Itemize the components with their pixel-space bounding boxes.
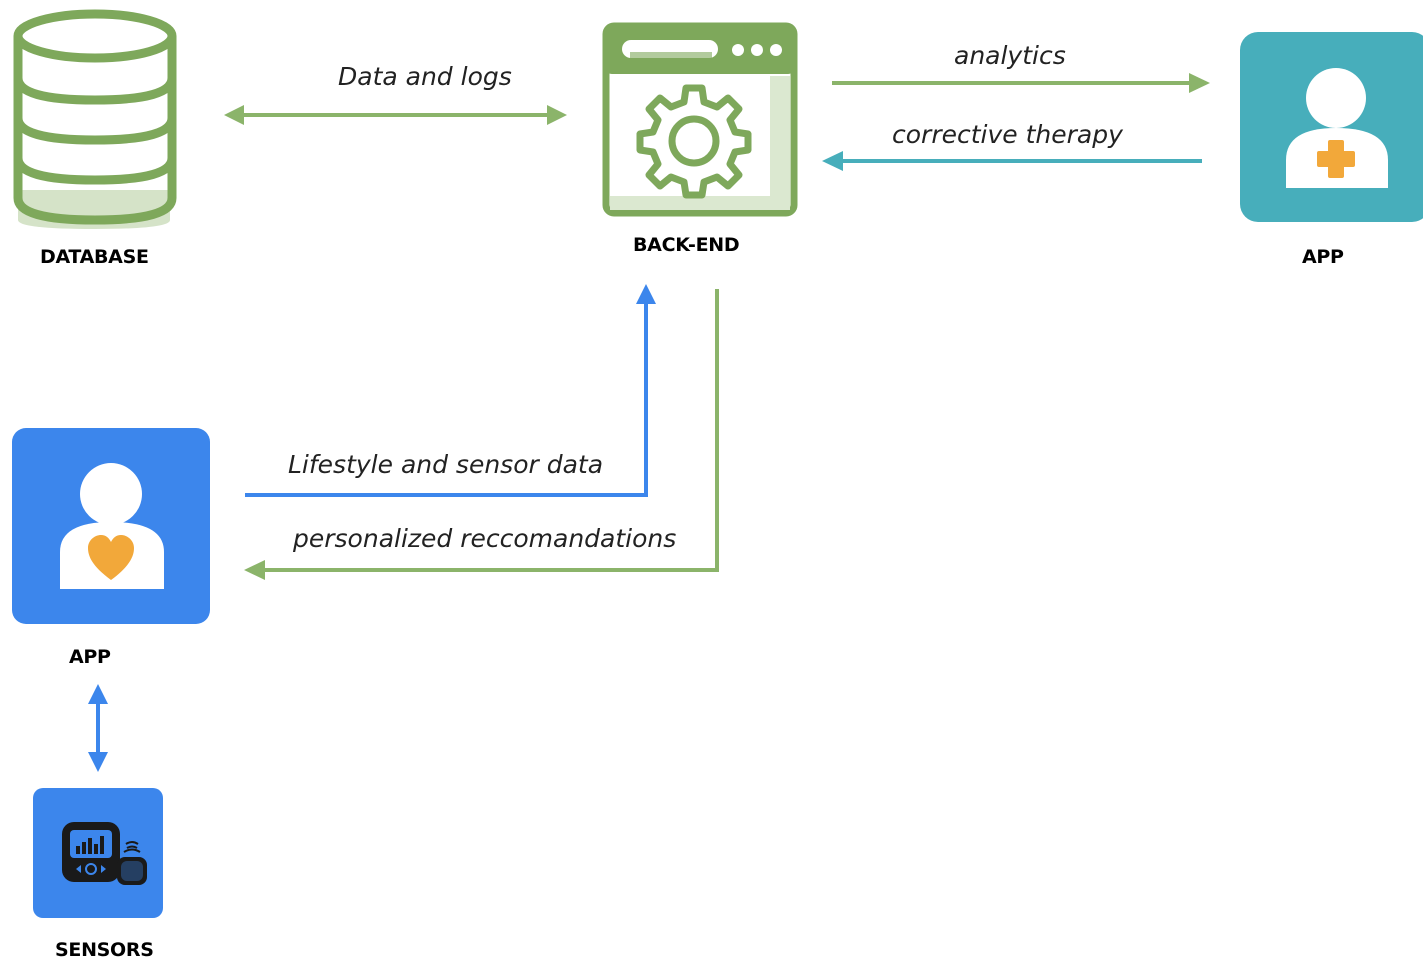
database-label: DATABASE xyxy=(40,246,149,268)
patient-app-label: APP xyxy=(69,646,111,668)
recommendations-label: personalized reccomandations xyxy=(293,524,677,553)
db-backend-arrow xyxy=(224,105,567,125)
doctor-app-label: APP xyxy=(1302,246,1344,268)
therapy-arrow xyxy=(822,151,1202,171)
analytics-label: analytics xyxy=(954,41,1066,70)
lifestyle-arrow xyxy=(245,284,656,497)
recommendations-arrow xyxy=(244,289,719,580)
backend-label: BACK-END xyxy=(633,234,740,256)
analytics-arrow xyxy=(832,73,1210,93)
corrective-therapy-label: corrective therapy xyxy=(892,120,1123,149)
app-sensors-arrow xyxy=(88,684,108,772)
sensors-label: SENSORS xyxy=(55,939,154,961)
lifestyle-label: Lifestyle and sensor data xyxy=(288,450,604,479)
data-and-logs-label: Data and logs xyxy=(338,62,512,91)
